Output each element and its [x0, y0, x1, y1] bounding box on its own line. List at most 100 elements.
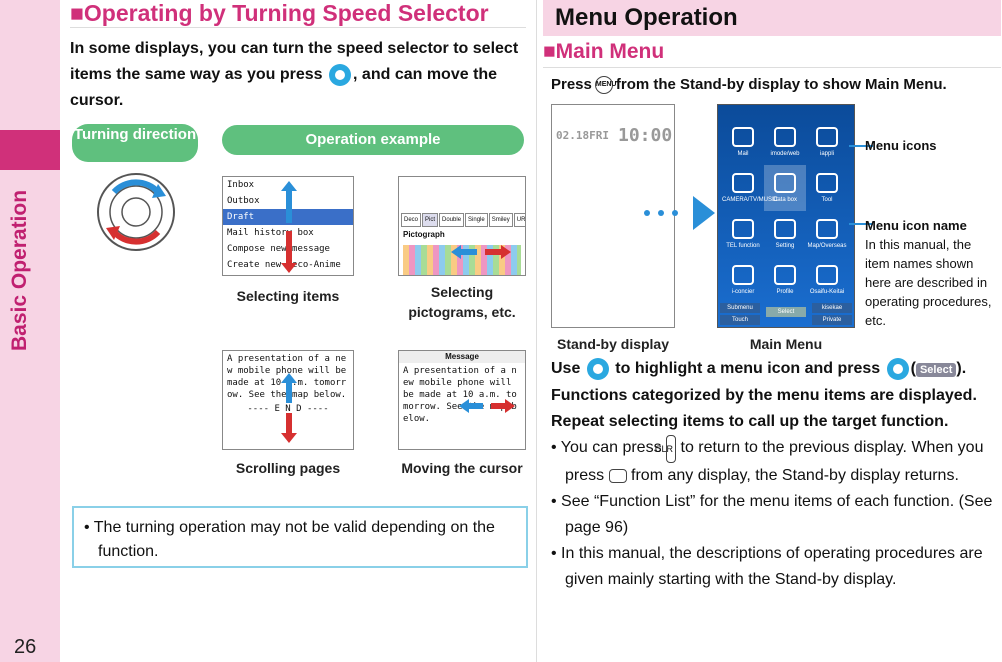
- up-down-arrow-icon: [281, 181, 297, 273]
- softkey-touch: Touch: [720, 315, 760, 325]
- tab-double: Double: [439, 213, 465, 227]
- menu-item-label: iappli: [819, 151, 834, 157]
- intro-text: In some displays, you can turn the speed…: [70, 40, 519, 83]
- list-item: Mail history box: [227, 228, 314, 238]
- section-heading-speed-selector: ■Operating by Turning Speed Selector: [70, 0, 526, 28]
- screen-selecting-items: Inbox Outbox Draft Mail history box Comp…: [222, 176, 354, 276]
- tab-deco: Deco: [401, 213, 422, 227]
- bullet-clr-c: from any display, the Stand-by display r…: [631, 467, 959, 484]
- tab-smiley: Smiley: [488, 213, 513, 227]
- intro-tail: , and can move the cursor.: [70, 66, 498, 109]
- menu-icon-cell: Map/Overseas: [806, 211, 848, 257]
- caption-moving-cursor: Moving the cursor: [401, 460, 523, 476]
- bullet-clr-a: You can press: [560, 439, 662, 456]
- use-text-b: to highlight a menu icon and press: [615, 360, 881, 377]
- softkey-select: Select: [766, 307, 806, 317]
- list-item: Compose new message: [227, 244, 330, 254]
- multi-key-center-icon: [886, 357, 909, 380]
- screen-moving-cursor: Message A presentation of a new mobile p…: [398, 350, 526, 450]
- callout-menu-icon-name-title: Menu icon name: [865, 218, 967, 233]
- menu-item-icon: [732, 265, 754, 285]
- arrow-right-icon: [644, 196, 715, 230]
- callout-menu-icon-name-desc: In this manual, the item names shown her…: [865, 237, 992, 328]
- bullet-function-list-text: See “Function List” for the menu items o…: [561, 493, 993, 536]
- menu-item-icon: [774, 265, 796, 285]
- pictogram-tabs: Deco Pict Double Single Smiley URL: [399, 177, 525, 227]
- menu-icon-cell: Osaifu-Keitai: [806, 257, 848, 303]
- softkey-kisekae: kisekae: [812, 303, 852, 313]
- menu-icon-cell: imode/web: [764, 119, 806, 165]
- menu-icon-cell: Profile: [764, 257, 806, 303]
- standby-time: 10:00: [618, 125, 673, 146]
- menu-key-icon: MENU: [594, 76, 617, 95]
- caption-selecting-items: Selecting items: [236, 288, 340, 304]
- softkey-submenu: Submenu: [720, 303, 760, 313]
- repeat-instruction: Repeat selecting items to call up the ta…: [551, 413, 949, 430]
- menu-item-icon: [816, 219, 838, 239]
- menu-icon-cell: Mail: [722, 119, 764, 165]
- menu-item-label: Mail: [737, 151, 749, 157]
- note-text-content: The turning operation may not be valid d…: [93, 519, 495, 560]
- menu-item-icon: [816, 127, 838, 147]
- caption-standby-display: Stand-by display: [556, 336, 670, 352]
- clr-key-icon: CLR: [655, 435, 677, 463]
- menu-item-icon: [732, 219, 754, 239]
- menu-icon-cell: Setting: [764, 211, 806, 257]
- tab-url: URL: [513, 213, 525, 227]
- menu-item-icon: [732, 173, 754, 193]
- instructions: Use to highlight a menu icon and press (…: [551, 356, 1002, 593]
- menu-item-label: Map/Overseas: [807, 243, 847, 249]
- menu-item-label: CAMERA/TV/MUSIC: [722, 197, 779, 203]
- menu-item-label: Tool: [821, 197, 833, 203]
- select-softkey-label: Select: [915, 363, 957, 377]
- use-instruction: Use to highlight a menu icon and press (…: [551, 356, 1002, 409]
- standby-date: 02.18FRI: [556, 129, 609, 142]
- menu-item-icon: [732, 127, 754, 147]
- list-item: Outbox: [227, 196, 260, 206]
- bullet-clr-b: to return to the previous display. When …: [565, 439, 984, 484]
- up-down-arrow-icon: [281, 373, 297, 443]
- softkey-private: Private: [812, 315, 852, 325]
- note-text: • The turning operation may not be valid…: [84, 519, 495, 560]
- sidebar-section-label: Basic Operation: [8, 189, 31, 351]
- standby-display-screen: 02.18FRI 10:00: [551, 104, 675, 328]
- menu-icon-cell: CAMERA/TV/MUSIC: [722, 165, 778, 211]
- left-column: ■Operating by Turning Speed Selector In …: [70, 0, 530, 662]
- caption-selecting-pictograms: Selecting pictograms, etc.: [408, 284, 516, 320]
- message-title: Message: [399, 351, 525, 363]
- callout-menu-icons: Menu icons: [865, 136, 937, 155]
- bullet-clr: • You can press CLR to return to the pre…: [551, 435, 1002, 489]
- menu-item-label: i-concier: [731, 289, 755, 295]
- bullet-function-list: • See “Function List” for the menu items…: [551, 493, 993, 536]
- use-text-d: ). Functions categorized by the menu ite…: [551, 360, 977, 404]
- menu-icon-cell: TEL function: [722, 211, 764, 257]
- operation-example-label: Operation example: [222, 125, 524, 155]
- end-marker: ---- E N D ----: [247, 404, 329, 414]
- menu-item-label: Data box: [772, 197, 797, 203]
- screen-scrolling-pages: A presentation of a new mobile phone wil…: [222, 350, 354, 450]
- use-text-c: (: [910, 360, 916, 377]
- menu-item-icon: [816, 173, 838, 193]
- menu-icon-cell: Tool: [806, 165, 848, 211]
- menu-icon-cell: Data box: [764, 165, 806, 211]
- menu-item-label: TEL function: [726, 243, 760, 249]
- page-number: 26: [14, 636, 37, 658]
- menu-item-label: Setting: [775, 243, 795, 249]
- menu-item-label: Profile: [776, 289, 794, 295]
- screen-selecting-pictograms: Deco Pict Double Single Smiley URL Picto…: [398, 176, 526, 276]
- caption-main-menu: Main Menu: [749, 336, 823, 352]
- speed-selector-wheel-icon: [97, 173, 175, 251]
- use-text-a: Use: [551, 360, 581, 377]
- multi-key-icon: [329, 63, 352, 86]
- sidebar: Basic Operation 26: [0, 0, 60, 662]
- press-text-tail: from the Stand-by display to show Main M…: [615, 76, 947, 93]
- press-text: Press: [551, 76, 592, 93]
- menu-item-label: Osaifu-Keitai: [809, 289, 845, 295]
- pictograph-title: Pictograph: [403, 230, 445, 239]
- power-key-icon: [608, 468, 627, 483]
- caption-scrolling-pages: Scrolling pages: [235, 460, 341, 476]
- tab-single: Single: [465, 213, 488, 227]
